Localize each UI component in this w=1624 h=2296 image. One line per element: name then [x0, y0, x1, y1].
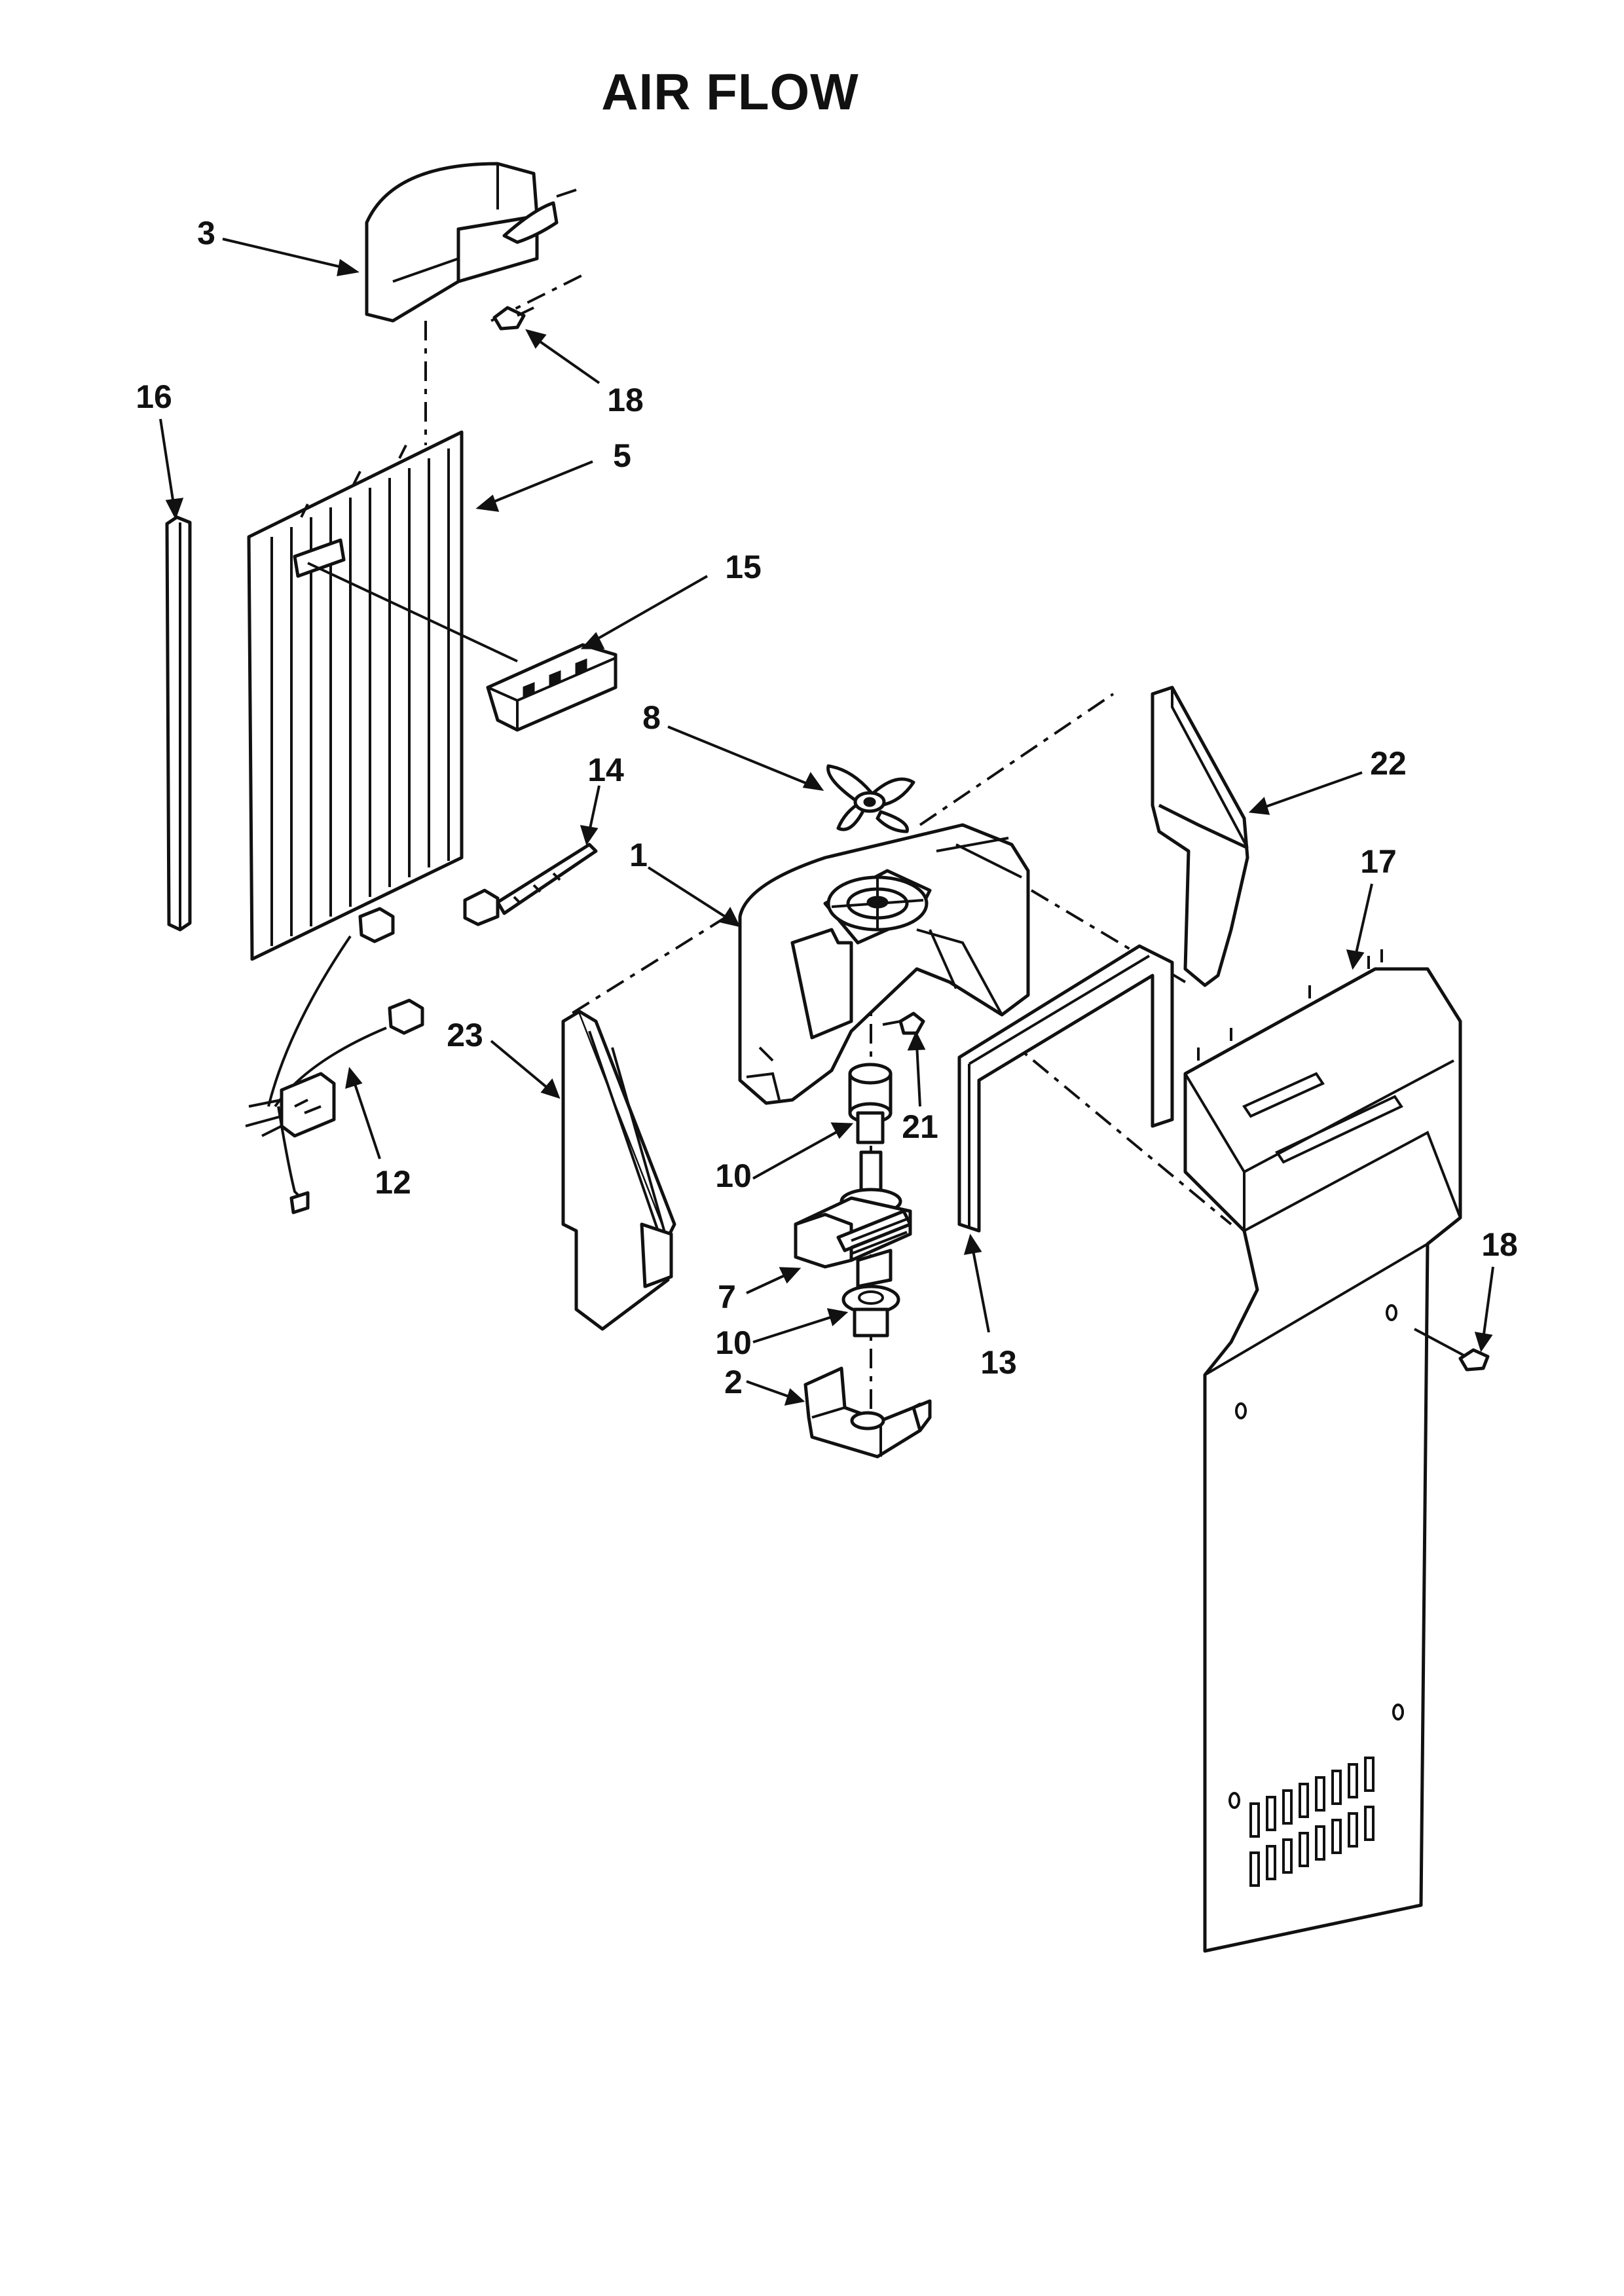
screw-top — [492, 306, 534, 331]
callout-labels: 3 18 16 5 15 8 22 14 1 17 23 12 21 10 7 … — [136, 215, 1518, 1400]
air-duct-left — [561, 1010, 676, 1331]
grommet-upper — [848, 1063, 893, 1144]
motor-bracket — [803, 1366, 932, 1459]
fan-motor — [794, 1150, 912, 1288]
wire-harness — [245, 907, 424, 1214]
vertical-strip — [165, 515, 192, 932]
callout-label: 5 — [613, 437, 631, 474]
rear-panel — [1183, 949, 1462, 1953]
callout-label: 10 — [715, 1324, 752, 1361]
callout-label: 16 — [136, 378, 172, 415]
callout-label: 7 — [718, 1279, 736, 1315]
fan-housing — [738, 823, 1030, 1105]
fan-blade — [826, 764, 915, 833]
grommet-lower — [841, 1285, 900, 1338]
callout-label: 1 — [629, 837, 648, 873]
evaporator-grille — [247, 430, 464, 961]
callout-label: 2 — [724, 1364, 743, 1400]
evaporator-cover — [365, 162, 577, 323]
callout-label: 8 — [642, 699, 661, 736]
leader-arrows — [159, 238, 1494, 1406]
callout-label: 13 — [980, 1344, 1017, 1381]
callout-label: 22 — [1370, 745, 1407, 782]
callout-label: 18 — [1481, 1226, 1518, 1263]
diagram-title: AIR FLOW — [601, 63, 859, 120]
callout-label: 18 — [607, 382, 644, 418]
callout-label: 15 — [725, 549, 762, 585]
gasket-seal — [957, 944, 1174, 1233]
screw-housing — [882, 1011, 925, 1035]
callout-label: 21 — [902, 1108, 938, 1145]
callout-label: 17 — [1360, 843, 1397, 880]
callout-label: 10 — [715, 1157, 752, 1194]
thermistor — [463, 843, 598, 926]
callout-label: 14 — [587, 752, 624, 788]
air-duct-right — [1151, 685, 1249, 987]
thermistor-bracket — [307, 562, 618, 732]
callout-label: 12 — [375, 1164, 411, 1201]
screw-panel — [1414, 1328, 1490, 1372]
callout-label: 3 — [197, 215, 215, 251]
callout-label: 23 — [447, 1017, 483, 1053]
